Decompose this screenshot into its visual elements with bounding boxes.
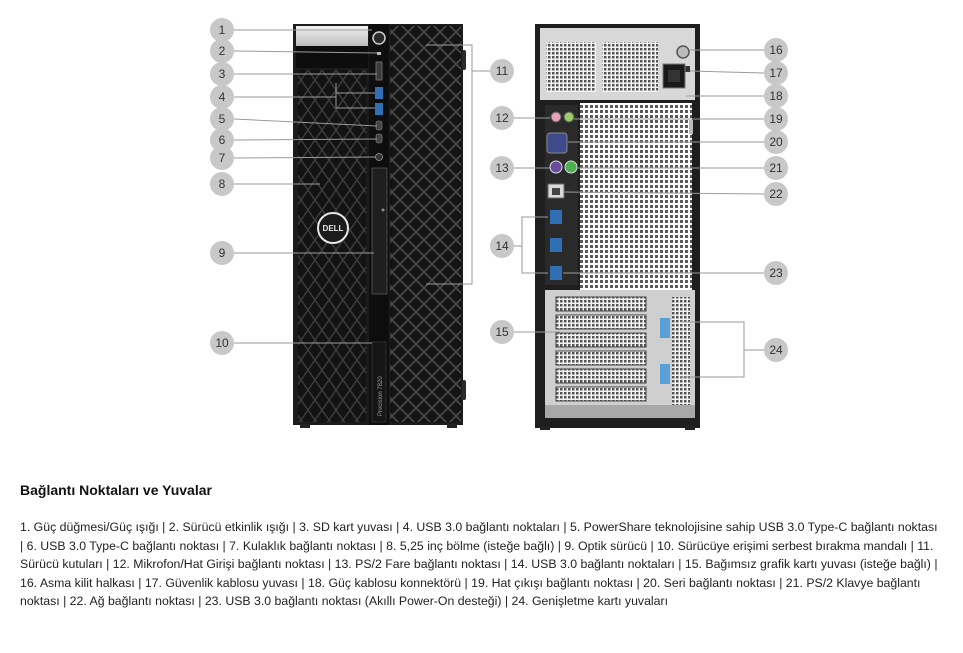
expansion-slot-6[interactable] (555, 386, 647, 402)
svg-text:13: 13 (495, 161, 509, 175)
callout-1: 1 (210, 18, 234, 42)
svg-text:21: 21 (769, 161, 783, 175)
callout-5: 5 (210, 107, 234, 131)
psu-grille-right (602, 42, 658, 92)
callout-2: 2 (210, 39, 234, 63)
graphics-card-retention-latch-1[interactable] (660, 318, 670, 338)
callout-14: 14 (490, 234, 514, 258)
optical-drive[interactable] (371, 167, 388, 295)
expansion-card-slots[interactable] (555, 296, 647, 402)
callout-16: 16 (764, 38, 788, 62)
callout-4: 4 (210, 85, 234, 109)
callout-15: 15 (490, 320, 514, 344)
dell-logo (317, 212, 349, 244)
ps2-mouse-port[interactable] (549, 160, 563, 174)
top-handle (296, 26, 368, 46)
mic-line-in-port[interactable] (550, 111, 562, 123)
psu-grille-left (546, 42, 596, 92)
usb-type-c-port[interactable] (375, 133, 383, 144)
svg-text:8: 8 (219, 177, 226, 191)
callout-13: 13 (490, 156, 514, 180)
svg-text:14: 14 (495, 239, 509, 253)
front-usb-port-1[interactable] (375, 87, 383, 99)
callout-22: 22 (764, 182, 788, 206)
callout-24: 24 (764, 338, 788, 362)
computer-diagram: Precision 7820 DELL (210, 18, 788, 430)
svg-text:16: 16 (769, 43, 783, 57)
svg-text:19: 19 (769, 112, 783, 126)
expansion-slot-3[interactable] (555, 332, 647, 348)
svg-text:22: 22 (769, 187, 783, 201)
back-view (535, 24, 700, 430)
callout-8: 8 (210, 172, 234, 196)
graphics-card-retention-latch-2[interactable] (660, 364, 670, 384)
rear-usb-port-2[interactable] (550, 238, 562, 252)
ports-description: 1. Güç düğmesi/Güç ışığı | 2. Sürücü etk… (20, 520, 938, 609)
callout-17: 17 (764, 61, 788, 85)
svg-text:15: 15 (495, 325, 509, 339)
callout-20: 20 (764, 130, 788, 154)
left-mesh-panel (298, 70, 366, 422)
callouts: 1 2 3 4 5 6 7 8 9 10 11 12 13 14 15 16 1… (210, 18, 788, 362)
optical-eject-button[interactable] (381, 208, 385, 212)
callout-10: 10 (210, 331, 234, 355)
sd-card-slot[interactable] (375, 61, 383, 81)
serial-port[interactable] (546, 132, 568, 154)
svg-text:18: 18 (769, 89, 783, 103)
svg-text:24: 24 (769, 343, 783, 357)
svg-text:4: 4 (219, 90, 226, 104)
callout-3: 3 (210, 62, 234, 86)
callout-7: 7 (210, 146, 234, 170)
callout-18: 18 (764, 84, 788, 108)
callout-6: 6 (210, 128, 234, 152)
padlock-ring[interactable] (676, 45, 690, 59)
drive-release-latch[interactable] (371, 341, 387, 423)
drive-cage-mesh (390, 26, 461, 422)
svg-text:23: 23 (769, 266, 783, 280)
svg-text:20: 20 (769, 135, 783, 149)
callout-19: 19 (764, 107, 788, 131)
expansion-slot-2[interactable] (555, 314, 647, 330)
front-usb-port-2[interactable] (375, 103, 383, 115)
svg-text:10: 10 (215, 336, 229, 350)
expansion-slot-5[interactable] (555, 368, 647, 384)
model-label: Precision 7820 (378, 376, 384, 416)
svg-text:1: 1 (219, 23, 226, 37)
svg-text:9: 9 (219, 246, 226, 260)
line-out-port[interactable] (563, 111, 575, 123)
svg-text:12: 12 (495, 111, 509, 125)
svg-text:2: 2 (219, 44, 226, 58)
callout-21: 21 (764, 156, 788, 180)
rear-usb-port-smart-power[interactable] (550, 266, 562, 280)
svg-text:5: 5 (219, 112, 226, 126)
section-title: Bağlantı Noktaları ve Yuvalar (20, 482, 212, 498)
svg-text:11: 11 (496, 64, 509, 78)
svg-text:6: 6 (219, 133, 226, 147)
leader-lines (233, 29, 765, 378)
expansion-slot-4[interactable] (555, 350, 647, 366)
front-view: Precision 7820 DELL (293, 24, 466, 428)
power-button[interactable] (372, 31, 386, 45)
headphone-jack[interactable] (375, 153, 383, 161)
rear-usb-port-1[interactable] (550, 210, 562, 224)
svg-text:17: 17 (769, 66, 783, 80)
callout-23: 23 (764, 261, 788, 285)
callout-9: 9 (210, 241, 234, 265)
svg-text:3: 3 (219, 67, 226, 81)
drive-activity-light (377, 52, 381, 55)
svg-text:7: 7 (219, 151, 226, 165)
callout-12: 12 (490, 106, 514, 130)
ps2-keyboard-port[interactable] (564, 160, 578, 174)
expansion-slot-1[interactable] (555, 296, 647, 312)
dell-logo-text: DELL (323, 224, 344, 233)
callout-11: 11 (490, 59, 514, 83)
rear-vent-grille (580, 103, 692, 295)
